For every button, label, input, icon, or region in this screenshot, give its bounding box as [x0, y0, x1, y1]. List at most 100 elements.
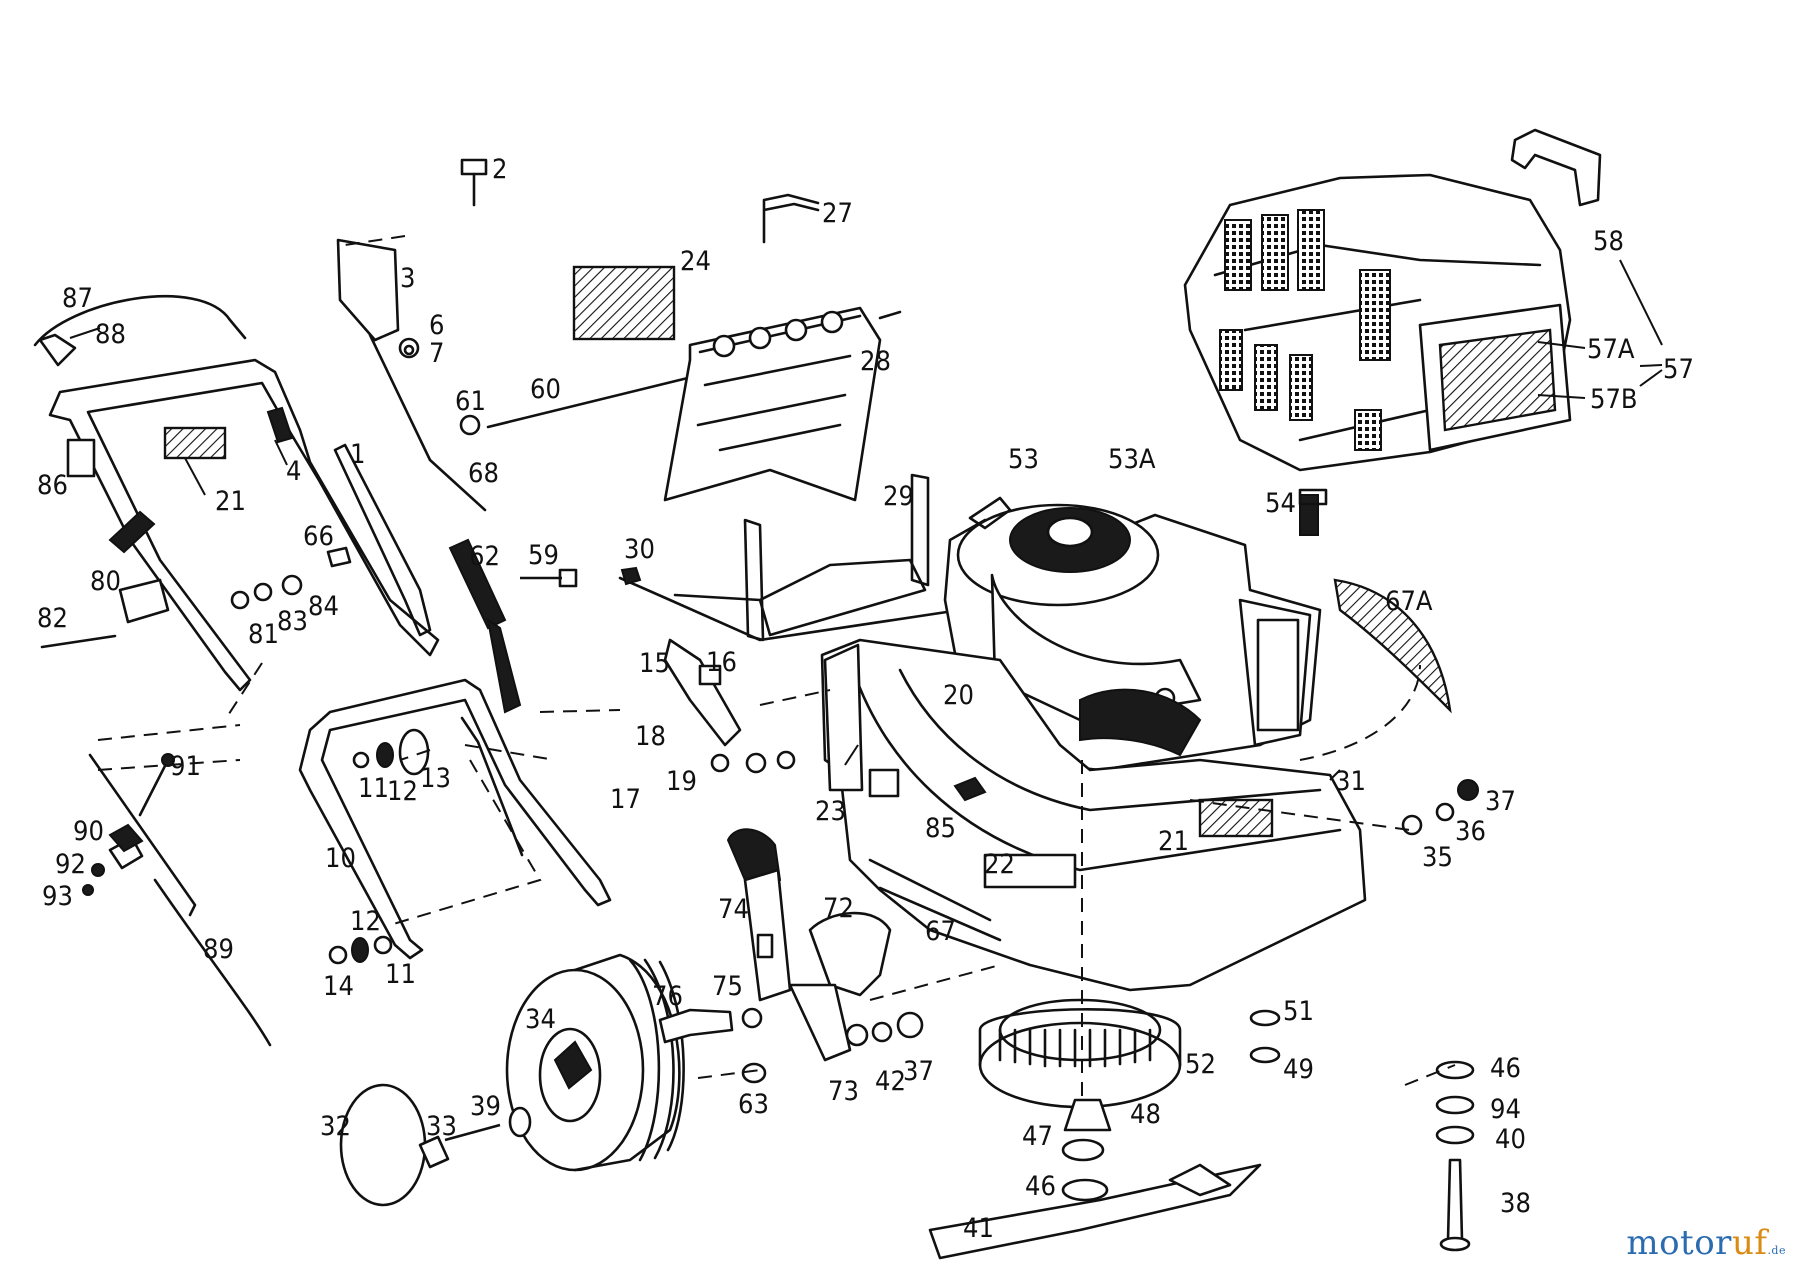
engine-53 [943, 488, 1328, 772]
callout: 93 [42, 881, 73, 912]
callout: 61 [455, 386, 486, 417]
callout: 29 [883, 481, 914, 512]
callout: 83 [277, 606, 308, 637]
label-24 [572, 265, 676, 341]
callout: 6 [429, 310, 444, 341]
callout: 82 [37, 603, 68, 634]
callout: 47 [1022, 1121, 1053, 1152]
callout: 46 [1025, 1171, 1056, 1202]
callout: 21 [1158, 826, 1189, 857]
callout: 24 [680, 246, 711, 277]
callout: 76 [652, 981, 683, 1012]
callout: 80 [90, 566, 121, 597]
callout: 22 [984, 849, 1015, 880]
callout: 66 [303, 521, 334, 552]
rear-flap-28 [486, 193, 902, 502]
callout: 16 [706, 647, 737, 678]
callout: 32 [320, 1111, 351, 1142]
callout: 49 [1283, 1054, 1314, 1085]
leader-lines [69, 259, 1663, 781]
callout: 13 [420, 763, 451, 794]
callout: 72 [823, 893, 854, 924]
callout: 53 [1008, 444, 1039, 475]
height-lever-62 [448, 538, 522, 714]
blade-adaptor-52 [928, 760, 1262, 1260]
callout: 51 [1283, 996, 1314, 1027]
callout: 52 [1185, 1049, 1216, 1080]
callout: 60 [530, 374, 561, 405]
callout: 35 [1422, 842, 1453, 873]
callout: 37 [1485, 786, 1516, 817]
callout: 73 [828, 1076, 859, 1107]
callout: 7 [429, 338, 444, 369]
callout: 46 [1490, 1053, 1521, 1084]
callout: 17 [610, 784, 641, 815]
callout: 42 [875, 1066, 906, 1097]
callout: 57 [1663, 354, 1694, 385]
motoruf-logo: motoruf.de [1626, 1223, 1786, 1263]
callout: 63 [738, 1089, 769, 1120]
shield-67A [1333, 578, 1452, 714]
callout: 94 [1490, 1094, 1521, 1125]
handle-rod-1 [333, 443, 432, 637]
callout: 75 [712, 971, 743, 1002]
callout: 57A [1587, 334, 1635, 365]
bracket-3 [336, 238, 487, 512]
callout: 2 [492, 154, 507, 185]
bracket-29 [618, 473, 962, 642]
callout: 74 [718, 894, 749, 925]
callout: 39 [470, 1091, 501, 1122]
callout: 68 [468, 458, 499, 489]
height-adjuster [658, 828, 924, 1084]
handle-label [163, 426, 227, 460]
callout: 87 [62, 283, 93, 314]
callout: 28 [860, 346, 891, 377]
callout: 67A [1385, 586, 1433, 617]
callout: 89 [203, 934, 234, 965]
callout: 11 [385, 959, 416, 990]
callout: 54 [1265, 488, 1296, 519]
callout: 88 [95, 319, 126, 350]
callout: 33 [426, 1111, 457, 1142]
callout: 19 [666, 766, 697, 797]
callout: 12 [350, 906, 381, 937]
right-hardware [663, 638, 1479, 1252]
callout: 86 [37, 470, 68, 501]
callout: 59 [528, 540, 559, 571]
hubcap-32 [339, 1083, 427, 1207]
lower-handle [298, 678, 612, 960]
callout: 3 [400, 263, 415, 294]
callout: 58 [1593, 226, 1624, 257]
tag-86 [66, 438, 96, 478]
callout: 37 [903, 1056, 934, 1087]
callout: 1 [350, 439, 365, 470]
callout: 34 [525, 1004, 556, 1035]
callout: 23 [815, 796, 846, 827]
throttle-lever-80 [40, 510, 170, 649]
callout: 36 [1455, 816, 1486, 847]
assembly-lines [224, 235, 1411, 1079]
callout: 15 [639, 648, 670, 679]
callout: 67 [925, 916, 956, 947]
callout: 81 [248, 619, 279, 650]
callout: 53A [1108, 444, 1156, 475]
callout: 12 [387, 776, 418, 807]
callout: 38 [1500, 1188, 1531, 1219]
callout: 10 [325, 843, 356, 874]
callout: 57B [1590, 384, 1638, 415]
callout: 40 [1495, 1124, 1526, 1155]
callout: 27 [822, 198, 853, 229]
fasteners [82, 158, 578, 965]
callout: 62 [469, 541, 500, 572]
callout: 91 [170, 751, 201, 782]
callout: 20 [943, 680, 974, 711]
dash-67A [1299, 664, 1421, 761]
callout: 4 [286, 456, 301, 487]
control-cable-87 [33, 294, 247, 367]
callout: 84 [308, 591, 339, 622]
part-85 [953, 776, 987, 802]
mower-deck-31 [820, 638, 1367, 992]
callout-labels: 1 2 3 4 6 7 10 11 11 12 12 13 14 15 16 1… [37, 154, 1694, 1244]
grass-catcher-57 [1183, 128, 1602, 472]
